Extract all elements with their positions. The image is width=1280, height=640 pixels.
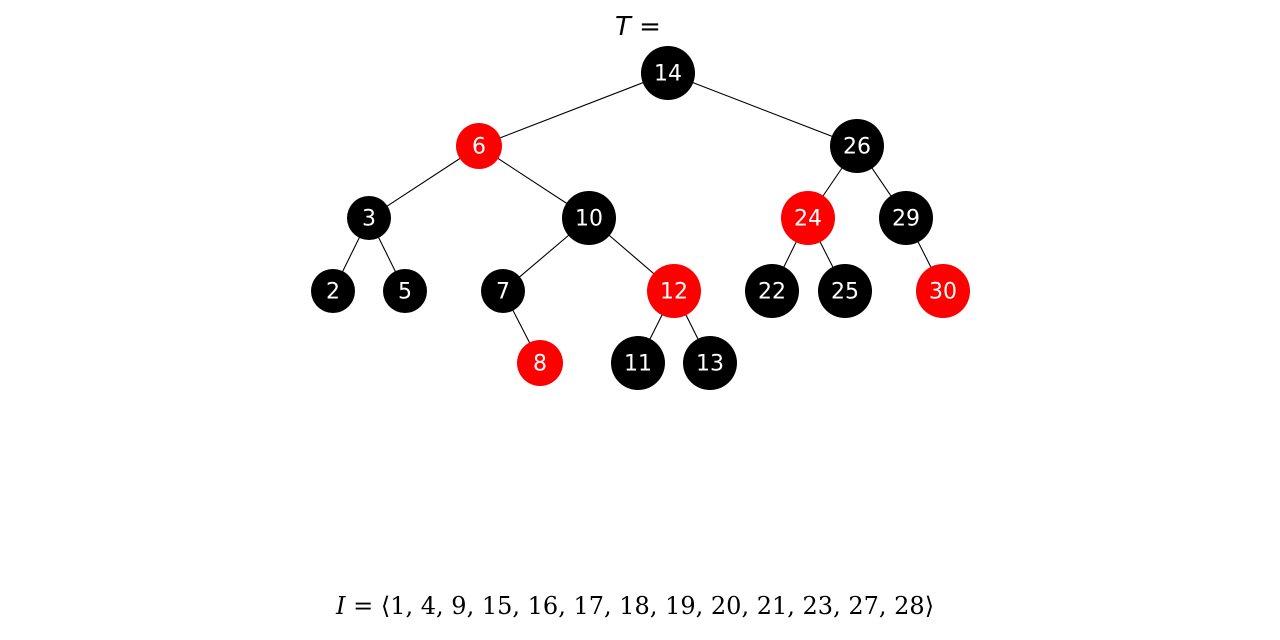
black-node-circle	[481, 269, 525, 313]
red-node-circle	[456, 123, 502, 169]
sequence-value: 9	[451, 592, 467, 620]
sequence-open-bracket: ⟨	[380, 592, 391, 620]
black-node-circle	[383, 269, 427, 313]
sequence-value: 23	[802, 592, 834, 620]
sequence-value: 28	[894, 592, 925, 620]
node-key-label: 11	[624, 352, 652, 377]
node-key-label: 2	[326, 280, 340, 305]
black-node-circle	[818, 264, 872, 318]
tree-edges	[332, 72, 944, 364]
sequence-value: 19	[665, 592, 696, 620]
black-node-circle	[311, 269, 355, 313]
black-node-circle	[611, 336, 665, 390]
sequence-value: 15	[481, 592, 513, 620]
node-key-label: 14	[654, 62, 682, 87]
tree-symbol: T	[615, 12, 631, 42]
tree-node-29: 29	[879, 191, 933, 245]
node-key-label: 12	[660, 280, 688, 305]
node-key-label: 29	[892, 207, 920, 232]
tree-node-6: 6	[456, 123, 502, 169]
node-key-label: 24	[794, 207, 822, 232]
red-node-circle	[647, 264, 701, 318]
tree-node-3: 3	[347, 196, 391, 240]
sequence-value: 18	[619, 592, 650, 620]
sequence-close-bracket: ⟩	[924, 592, 935, 620]
sequence-values: 1, 4, 9, 15, 16, 17, 18, 19, 20, 21, 23,…	[390, 592, 925, 620]
node-key-label: 3	[362, 207, 376, 232]
sequence-relation: =	[353, 592, 374, 620]
node-key-label: 10	[575, 207, 603, 232]
edge-14-26	[667, 72, 858, 147]
black-node-circle	[562, 191, 616, 245]
black-node-circle	[879, 191, 933, 245]
tree-node-10: 10	[562, 191, 616, 245]
tree-title: T =	[0, 12, 1276, 42]
sequence-symbol: I	[335, 592, 346, 620]
tree-node-13: 13	[683, 336, 737, 390]
tree-node-2: 2	[311, 269, 355, 313]
black-node-circle	[347, 196, 391, 240]
node-key-label: 7	[496, 280, 510, 305]
tree-node-11: 11	[611, 336, 665, 390]
sequence-value: 4	[420, 592, 437, 620]
tree-node-30: 30	[916, 264, 970, 318]
tree-node-24: 24	[781, 191, 835, 245]
node-key-label: 25	[831, 280, 859, 305]
red-node-circle	[916, 264, 970, 318]
node-key-label: 30	[929, 280, 957, 305]
node-key-label: 13	[696, 352, 724, 377]
sequence-value: 17	[573, 592, 604, 620]
tree-node-7: 7	[481, 269, 525, 313]
sequence-value: 16	[527, 592, 559, 620]
node-key-label: 26	[843, 135, 871, 160]
black-node-circle	[745, 264, 799, 318]
black-node-circle	[641, 46, 695, 100]
tree-node-26: 26	[830, 119, 884, 173]
node-key-label: 22	[758, 280, 786, 305]
node-key-label: 5	[398, 280, 412, 305]
node-key-label: 8	[533, 352, 547, 377]
tree-node-14: 14	[641, 46, 695, 100]
red-node-circle	[781, 191, 835, 245]
edge-14-6	[478, 72, 669, 147]
sequence-value: 20	[710, 592, 742, 620]
tree-node-12: 12	[647, 264, 701, 318]
tree-node-22: 22	[745, 264, 799, 318]
black-node-circle	[683, 336, 737, 390]
tree-node-8: 8	[517, 340, 563, 386]
sequence-value: 1	[390, 592, 406, 620]
black-node-circle	[830, 119, 884, 173]
tree-node-5: 5	[383, 269, 427, 313]
tree-node-25: 25	[818, 264, 872, 318]
insertion-sequence: I = ⟨1, 4, 9, 15, 16, 17, 18, 19, 20, 21…	[0, 592, 1270, 620]
node-key-label: 6	[472, 135, 486, 160]
red-node-circle	[517, 340, 563, 386]
tree-relation: =	[639, 12, 661, 42]
sequence-value: 21	[756, 592, 788, 620]
sequence-value: 27	[848, 592, 879, 620]
